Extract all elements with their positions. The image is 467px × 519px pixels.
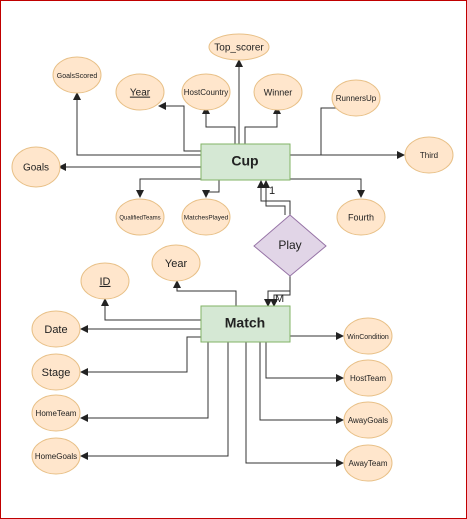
edge-cup-host-country xyxy=(202,106,236,144)
cup-edges xyxy=(58,59,405,198)
attr-stage[interactable]: Stage xyxy=(31,353,81,391)
attr-away-goals[interactable]: AwayGoals xyxy=(343,401,393,439)
edge-play-match-b xyxy=(270,276,291,307)
attr-win-condition-label: WinCondition xyxy=(347,334,389,341)
attr-cup-year-label: Year xyxy=(130,88,151,99)
relationship-play[interactable]: Play xyxy=(253,214,327,277)
attr-host-country-label: HostCountry xyxy=(184,88,228,97)
entity-match-label: Match xyxy=(225,315,265,331)
attr-qualified-teams-label: QualifiedTeams xyxy=(119,216,160,222)
attr-home-team-label: HomeTeam xyxy=(36,409,77,418)
edge-cup-runners-up xyxy=(290,104,349,156)
edge-play-cup-b xyxy=(262,180,286,215)
match-edges xyxy=(80,280,344,467)
attr-home-goals[interactable]: HomeGoals xyxy=(31,437,81,475)
attr-fourth-label: Fourth xyxy=(348,212,374,222)
edge-cup-fourth xyxy=(290,178,365,198)
attr-goals-label: Goals xyxy=(23,163,49,174)
attr-stage-label: Stage xyxy=(42,367,71,379)
attr-matches-played[interactable]: MatchesPlayed xyxy=(181,198,231,236)
edge-cup-year xyxy=(158,102,201,152)
attr-away-team-label: AwayTeam xyxy=(349,459,388,468)
edge-match-home-team xyxy=(80,342,209,422)
edge-match-stage xyxy=(80,336,201,376)
attr-third[interactable]: Third xyxy=(404,136,454,174)
attr-match-year[interactable]: Year xyxy=(151,244,201,282)
edge-match-home-goals xyxy=(80,342,229,460)
cardinality-cup: 1 xyxy=(269,185,275,197)
attr-runners-up[interactable]: RunnersUp xyxy=(331,79,381,117)
attr-goals[interactable]: Goals xyxy=(11,146,61,188)
attr-id[interactable]: ID xyxy=(80,262,130,300)
attr-win-condition[interactable]: WinCondition xyxy=(343,317,393,355)
relationship-play-label: Play xyxy=(278,238,301,252)
attr-goals-scored[interactable]: GoalsScored xyxy=(52,56,102,94)
attr-away-goals-label: AwayGoals xyxy=(348,416,388,425)
attr-qualified-teams[interactable]: QualifiedTeams xyxy=(115,198,165,236)
attr-id-label: ID xyxy=(100,276,111,288)
attr-goals-scored-label: GoalsScored xyxy=(57,73,98,80)
attr-host-country[interactable]: HostCountry xyxy=(181,73,231,111)
attr-host-team-label: HostTeam xyxy=(350,374,386,383)
attr-away-team[interactable]: AwayTeam xyxy=(343,444,393,482)
attr-host-team[interactable]: HostTeam xyxy=(343,359,393,397)
entity-cup[interactable]: Cup xyxy=(200,143,291,181)
attr-top-scorer-label: Top_scorer xyxy=(214,43,264,54)
attr-third-label: Third xyxy=(420,151,438,160)
attr-match-year-label: Year xyxy=(165,258,188,270)
edge-cup-qualified-teams xyxy=(136,178,201,198)
attr-winner-label: Winner xyxy=(264,87,293,97)
cardinality-match: M xyxy=(275,293,284,305)
attr-home-goals-label: HomeGoals xyxy=(35,452,77,461)
edge-play-cup-a xyxy=(257,180,291,217)
edge-cup-goals-scored xyxy=(73,92,201,156)
attr-cup-year[interactable]: Year xyxy=(115,73,165,111)
attr-matches-played-label: MatchesPlayed xyxy=(184,215,229,222)
attr-top-scorer[interactable]: Top_scorer xyxy=(208,33,270,61)
attr-home-team[interactable]: HomeTeam xyxy=(31,394,81,432)
attr-runners-up-label: RunnersUp xyxy=(336,94,377,103)
attr-date[interactable]: Date xyxy=(31,310,81,348)
entity-cup-label: Cup xyxy=(231,153,258,169)
attr-fourth[interactable]: Fourth xyxy=(336,198,386,236)
edge-match-host-team xyxy=(265,342,344,382)
edge-match-year xyxy=(173,280,237,306)
edge-cup-matches-played xyxy=(202,180,220,198)
edge-match-away-goals xyxy=(259,342,344,424)
edge-match-away-team xyxy=(245,342,344,467)
edge-cup-winner xyxy=(244,106,281,144)
play-edges xyxy=(257,180,291,307)
edge-match-id xyxy=(101,298,201,321)
attr-date-label: Date xyxy=(44,324,67,336)
entity-match[interactable]: Match xyxy=(200,305,291,343)
attr-winner[interactable]: Winner xyxy=(253,73,303,111)
